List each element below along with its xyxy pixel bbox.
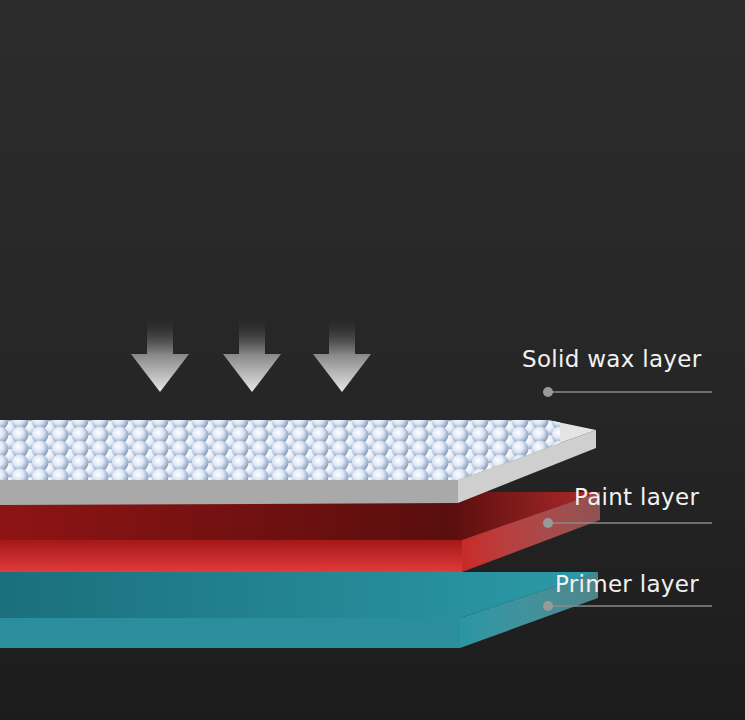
layer-label: Paint layer xyxy=(574,482,699,512)
leader-dots xyxy=(543,387,553,611)
wax-slab xyxy=(0,412,596,505)
press-arrows xyxy=(131,318,371,392)
layer-label: Primer layer xyxy=(555,569,699,599)
layer-label: Solid wax layer xyxy=(522,344,701,374)
primer-slab xyxy=(0,572,598,648)
leader-lines xyxy=(548,392,712,606)
